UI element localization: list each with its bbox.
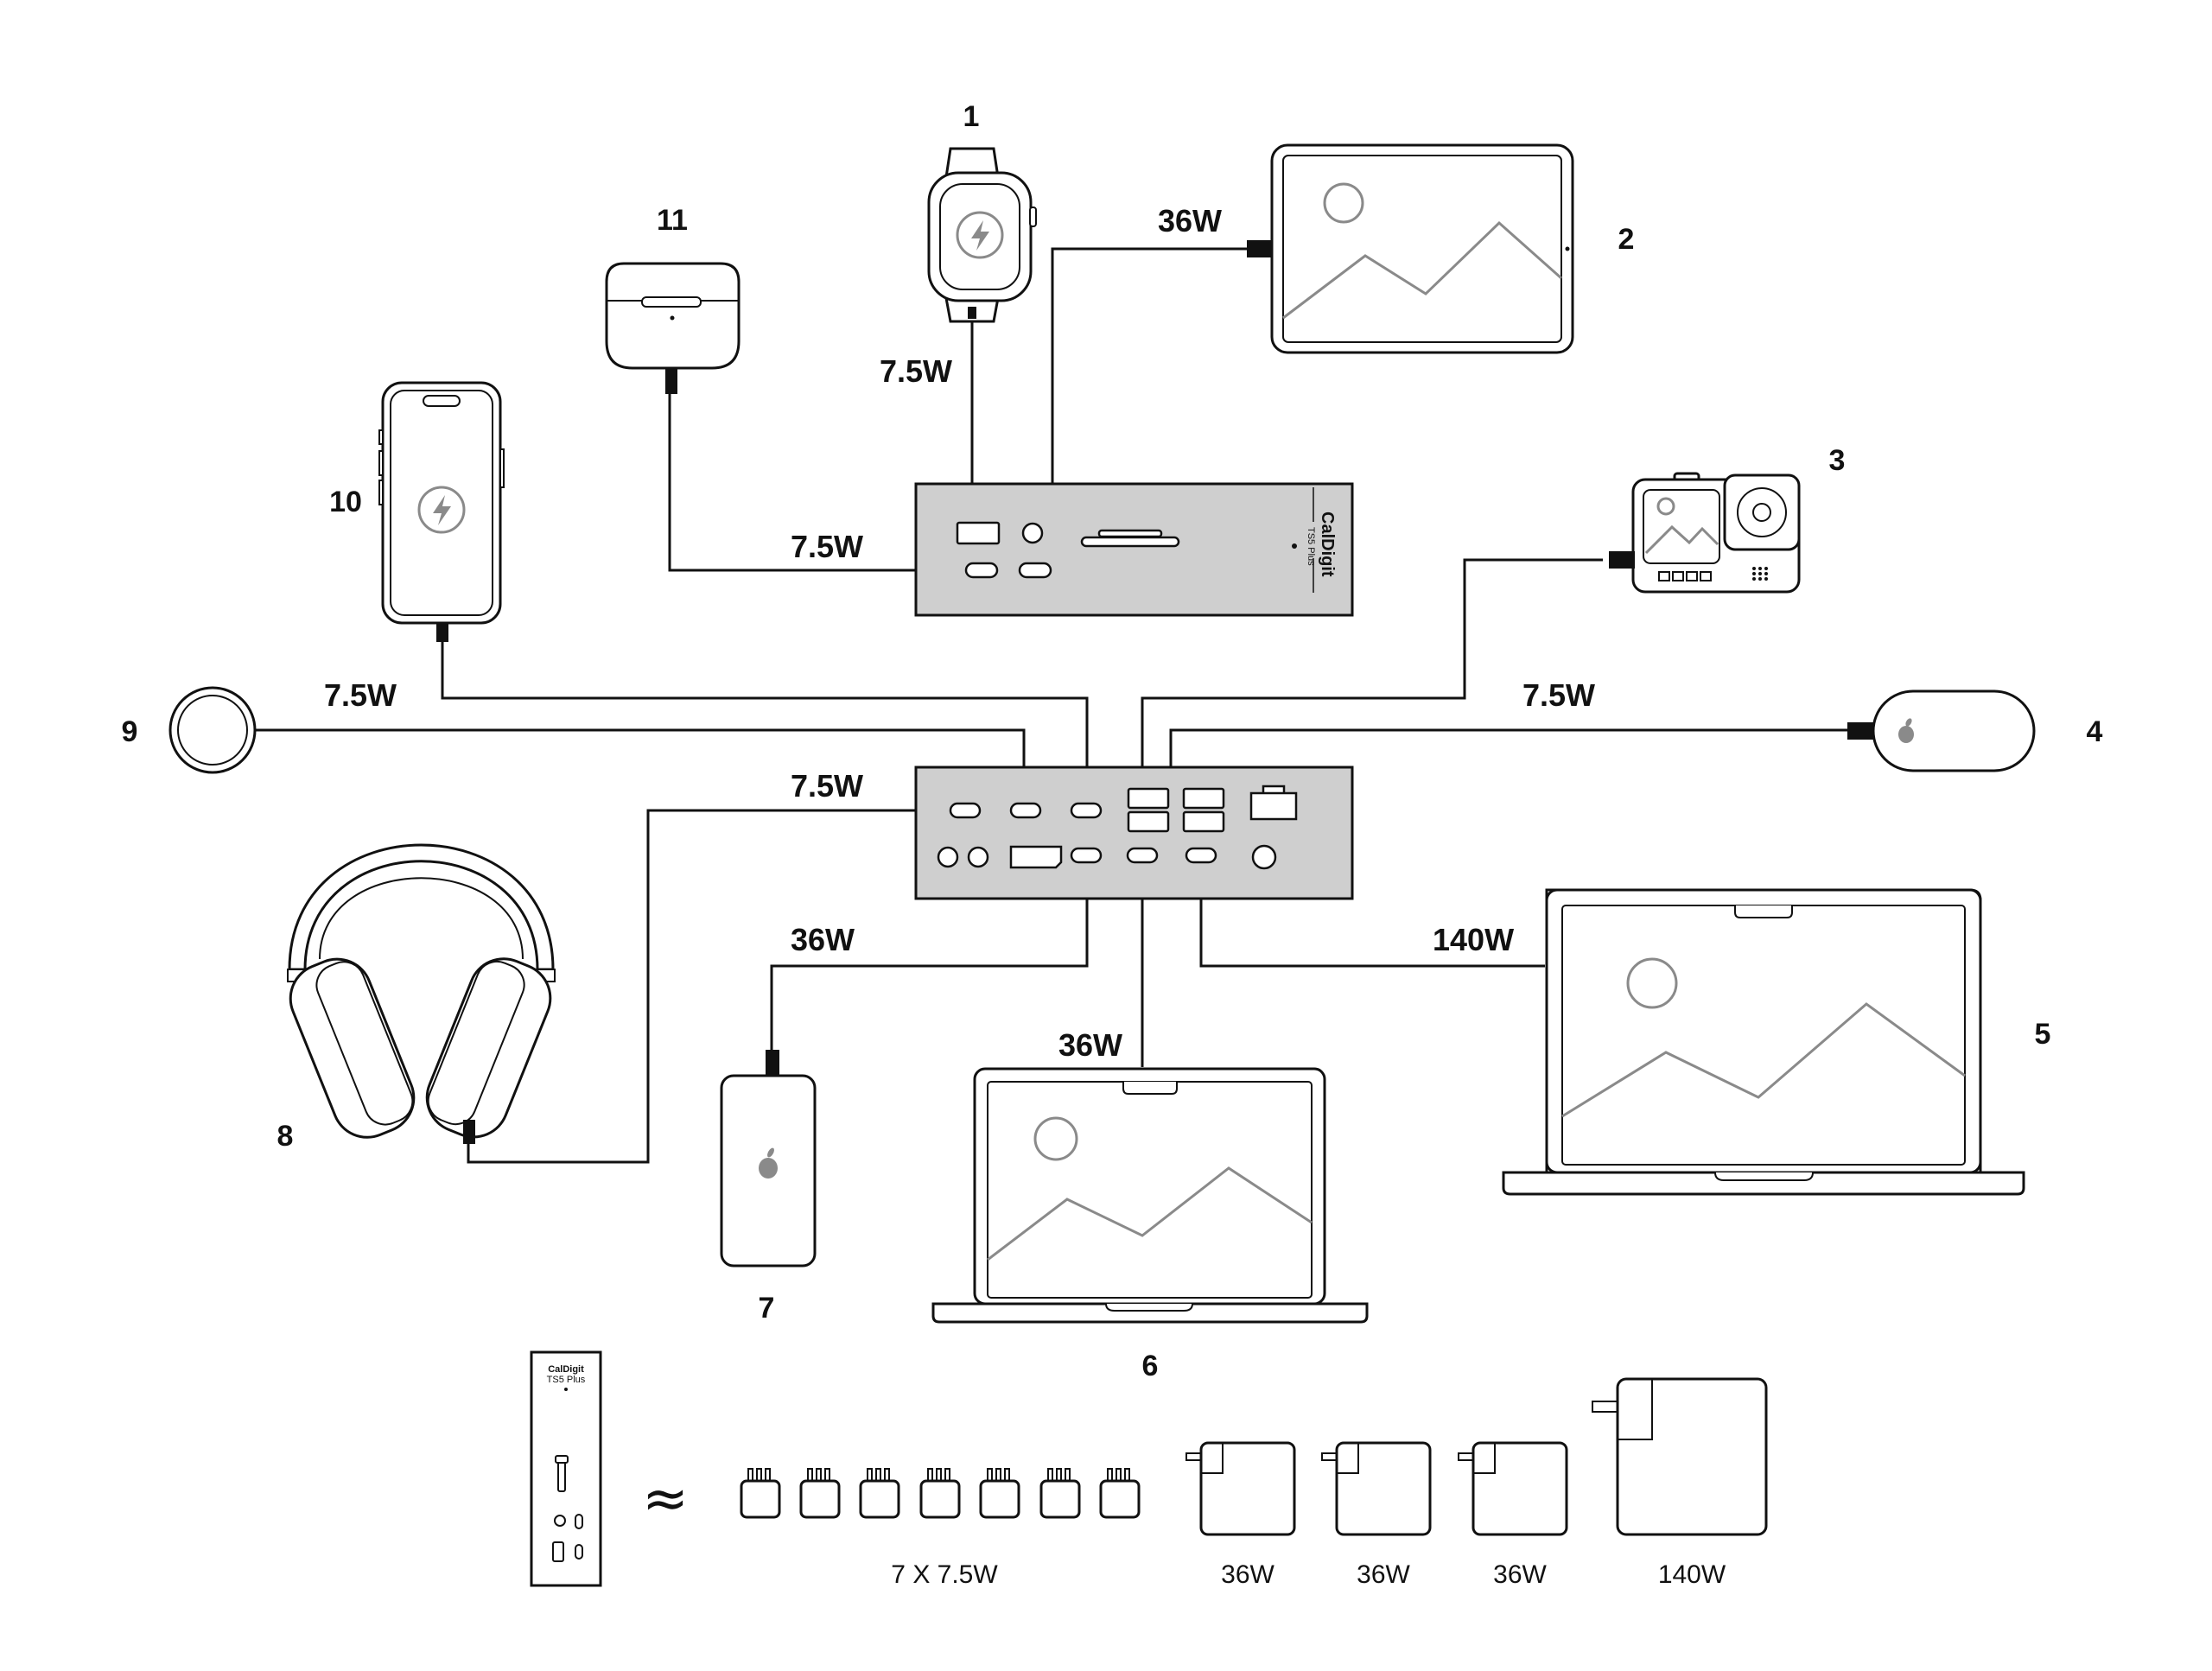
charger-36w-label: 36W xyxy=(1493,1560,1547,1589)
large-laptop-device xyxy=(1502,888,2025,1196)
device-number: 10 xyxy=(329,486,362,518)
ac-plug-icon xyxy=(1458,1441,1568,1536)
usb-c-port xyxy=(949,802,982,819)
device-number: 6 xyxy=(1142,1350,1159,1382)
svg-text:TS5 Plus: TS5 Plus xyxy=(547,1375,586,1385)
ac-plug-icon xyxy=(919,1468,961,1519)
device-number: 4 xyxy=(2087,715,2103,748)
dock-vertical: CalDigit TS5 Plus xyxy=(530,1350,602,1587)
apple-logo-icon xyxy=(759,1147,778,1179)
sd-card-slot xyxy=(1080,536,1180,548)
device-number: 2 xyxy=(1618,223,1635,256)
battery-power-label: 36W xyxy=(791,922,855,957)
usb-a-port xyxy=(1182,787,1225,810)
watch-device xyxy=(927,147,1037,323)
tablet-power-label: 36W xyxy=(1158,203,1222,238)
device-number: 8 xyxy=(277,1120,294,1153)
small-laptop-power-label: 36W xyxy=(1058,1027,1122,1063)
device-number: 5 xyxy=(2035,1018,2051,1051)
svg-text:CalDigit: CalDigit xyxy=(1318,511,1337,577)
camera-device xyxy=(1609,472,1801,594)
charger-140w-label: 140W xyxy=(1658,1560,1726,1589)
lightning-bolt-icon xyxy=(956,211,1004,259)
earbuds-power-label: 7.5W xyxy=(791,529,863,564)
usb-c-port xyxy=(964,562,999,579)
device-number: 1 xyxy=(963,100,980,133)
equivalence-section: CalDigit TS5 Plus ≈ xyxy=(530,1350,1768,1589)
displayport xyxy=(1009,845,1063,869)
device-numbers: 1 2 3 4 5 6 7 8 9 10 11 xyxy=(122,100,2103,1382)
earbuds-case-device xyxy=(605,262,741,394)
mountain-image-icon xyxy=(1561,957,1966,1118)
usb-a-port xyxy=(1182,810,1225,833)
charging-puck-device xyxy=(168,686,257,774)
usb-c-port xyxy=(1070,847,1103,864)
dock-brand-label: CalDigit TS5 Plus xyxy=(1306,487,1337,593)
apple-logo-icon xyxy=(1898,718,1914,743)
approx-symbol: ≈ xyxy=(642,1467,689,1531)
phone-device xyxy=(378,381,505,642)
cable-headphones xyxy=(467,809,959,1164)
audio-jack xyxy=(937,846,959,868)
charger-36w-label: 36W xyxy=(1357,1560,1410,1589)
magsafe-power-label: 7.5W xyxy=(1522,677,1595,713)
magsafe-battery-device xyxy=(1847,689,2036,772)
device-number: 3 xyxy=(1829,444,1846,477)
audio-jack xyxy=(1021,522,1044,544)
ac-plug-icon xyxy=(1039,1468,1081,1519)
mountain-image-icon xyxy=(987,1116,1313,1261)
headphones-power-label: 7.5W xyxy=(791,768,863,804)
power-labels: 7.5W 36W 7.5W 7.5W 7.5W 7.5W 36W 36W 140… xyxy=(324,203,1595,1063)
mountain-image-icon xyxy=(1282,182,1562,320)
ac-plug-icon xyxy=(799,1468,841,1519)
dock-front: CalDigit TS5 Plus xyxy=(914,482,1354,617)
cable-phone xyxy=(441,639,1089,810)
usb-c-port xyxy=(1018,562,1052,579)
thunderbolt-port xyxy=(1126,847,1159,864)
watch-power-label: 7.5W xyxy=(880,353,952,389)
cable-puck xyxy=(255,728,1026,810)
microsd-slot xyxy=(1097,529,1163,538)
usb-c-port xyxy=(1009,802,1042,819)
cable-battery xyxy=(770,851,1089,1050)
small-chargers xyxy=(740,1468,1141,1519)
ac-plug-icon xyxy=(979,1468,1020,1519)
ac-plug-icon xyxy=(740,1468,781,1519)
ac-plug-icon xyxy=(859,1468,900,1519)
phone-power-label: 7.5W xyxy=(324,677,397,713)
lightning-bolt-icon xyxy=(417,486,466,534)
svg-text:TS5 Plus: TS5 Plus xyxy=(1306,527,1316,566)
device-number: 11 xyxy=(657,204,688,237)
cable-earbuds xyxy=(668,378,975,572)
audio-jack xyxy=(967,846,989,868)
device-number: 7 xyxy=(759,1292,775,1325)
usb-a-port xyxy=(1127,787,1170,810)
small-laptop-device xyxy=(931,1067,1369,1324)
headphones-device xyxy=(287,843,556,1144)
large-laptop-power-label: 140W xyxy=(1433,922,1514,957)
svg-text:CalDigit: CalDigit xyxy=(548,1364,584,1375)
ac-plug-icon xyxy=(1321,1441,1432,1536)
usb-c-port xyxy=(1070,802,1103,819)
cable-camera xyxy=(1141,558,1603,793)
device-number: 9 xyxy=(122,715,138,748)
usb-a-port xyxy=(956,521,1001,545)
usb-a-port xyxy=(1127,810,1170,833)
ac-plug-icon xyxy=(1185,1441,1296,1536)
ethernet-port xyxy=(1249,785,1298,821)
dc-in-port xyxy=(1251,844,1277,870)
small-chargers-label: 7 X 7.5W xyxy=(891,1560,998,1589)
battery-pack-device xyxy=(720,1050,817,1268)
thunderbolt-port xyxy=(1185,847,1217,864)
cable-tablet xyxy=(1051,247,1249,570)
ac-plug-icon xyxy=(1099,1468,1141,1519)
tablet-device xyxy=(1247,143,1574,354)
dock-rear xyxy=(914,766,1354,900)
ac-plug-icon xyxy=(1592,1377,1768,1536)
charger-36w-label: 36W xyxy=(1221,1560,1274,1589)
